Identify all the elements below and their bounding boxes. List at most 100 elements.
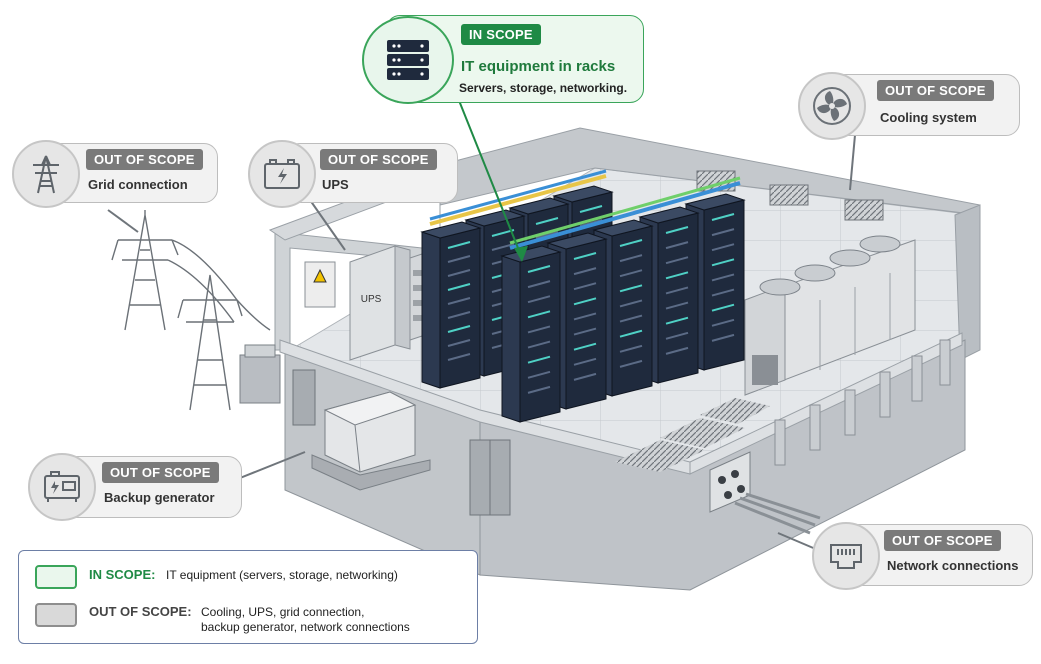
legend-out-scope-line1: Cooling, UPS, grid connection, <box>201 605 365 619</box>
rack-unit-led <box>619 329 643 338</box>
rack-unit-led <box>527 310 551 319</box>
rack-unit-led <box>527 370 551 379</box>
rack-unit-led <box>619 269 643 278</box>
it-equipment-subtitle: Servers, storage, networking. <box>459 81 628 95</box>
generator-badge: OUT OF SCOPE <box>102 462 219 483</box>
rack-unit-led <box>573 327 597 336</box>
transformer <box>239 344 281 404</box>
rack-unit-led <box>711 273 735 282</box>
rack-unit-led <box>711 213 735 221</box>
rack-unit-led <box>527 325 551 334</box>
rack-unit-led <box>619 239 643 247</box>
server-rack-top <box>638 206 700 224</box>
cooling-label: Cooling system <box>880 110 977 125</box>
rack-unit-led <box>711 258 735 267</box>
generator-unit <box>311 391 431 491</box>
server-rack <box>565 238 607 410</box>
callout-connectors <box>107 134 856 551</box>
rack-unit-led <box>491 243 515 251</box>
rack-unit-led <box>573 297 597 306</box>
rack-unit-led <box>573 372 597 381</box>
rack-unit-led <box>665 271 689 280</box>
rack-unit-led <box>527 295 551 304</box>
rack-unit-led <box>579 205 603 213</box>
cable-tray <box>509 176 741 245</box>
rack-unit-led <box>711 243 735 252</box>
ups-cabinet-label: UPS <box>361 294 382 305</box>
legend: IN SCOPE: IT equipment (servers, storage… <box>18 550 478 644</box>
cable-tray <box>429 174 607 226</box>
in-scope-badge: IN SCOPE <box>461 24 541 45</box>
cooling-badge: OUT OF SCOPE <box>877 80 994 101</box>
rack-unit-led <box>447 283 471 291</box>
legend-out-scope-swatch <box>35 603 77 627</box>
rack-unit-led <box>573 357 597 366</box>
server-rack <box>439 227 481 389</box>
server-rack-side <box>421 231 441 389</box>
rack-unit-led <box>665 241 689 250</box>
grid-label: Grid connection <box>88 177 188 192</box>
legend-out-scope-line2: backup generator, network connections <box>201 620 410 634</box>
rack-unit-led <box>527 265 551 273</box>
server-rack-top <box>500 245 562 263</box>
network-panel <box>709 451 821 535</box>
rack-unit-led <box>711 288 735 297</box>
server-rack-top <box>508 197 570 215</box>
rack-unit-led <box>619 284 643 293</box>
legend-in-scope-key: IN SCOPE: <box>89 567 156 582</box>
server-rack <box>519 251 561 423</box>
ups-badge: OUT OF SCOPE <box>320 149 437 170</box>
generator-label: Backup generator <box>104 490 215 505</box>
rack-unit-led <box>619 359 643 368</box>
server-rack-icon <box>362 16 454 104</box>
rack-unit-led <box>619 344 643 353</box>
rack-unit-led <box>527 355 551 364</box>
network-badge: OUT OF SCOPE <box>884 530 1001 551</box>
rack-unit-led <box>711 318 735 327</box>
server-rack-side <box>501 255 521 423</box>
rack-unit-led <box>447 311 471 319</box>
rack-unit-led <box>665 331 689 340</box>
battery-icon <box>248 140 316 208</box>
rack-unit-led <box>665 301 689 310</box>
rack-unit-led <box>447 241 471 249</box>
server-rack-top <box>464 209 526 227</box>
rack-unit-led <box>535 217 559 225</box>
rack-unit-led <box>527 340 551 349</box>
rack-unit-led <box>665 256 689 265</box>
server-rack-top <box>684 193 746 211</box>
rack-unit-led <box>447 269 471 277</box>
rack-unit-led <box>447 353 471 361</box>
rack-unit-led <box>447 325 471 333</box>
server-rack <box>657 212 699 384</box>
server-rack-top <box>420 221 482 239</box>
rack-unit-led <box>665 226 689 234</box>
fan-icon <box>798 72 866 140</box>
rack-unit-led <box>573 312 597 321</box>
power-towers <box>111 210 271 411</box>
rack-unit-led <box>711 228 735 237</box>
rack-unit-led <box>665 316 689 325</box>
server-rack <box>703 199 745 371</box>
rack-unit-led <box>665 346 689 355</box>
server-rack-top <box>592 219 654 237</box>
it-equipment-title: IT equipment in racks <box>461 58 616 75</box>
generator-icon <box>28 453 96 521</box>
rack-unit-led <box>619 314 643 323</box>
rack-unit-led <box>573 342 597 351</box>
legend-in-scope-text: IT equipment (servers, storage, networki… <box>166 568 398 582</box>
cable-tray <box>509 181 741 250</box>
rack-unit-led <box>573 267 597 276</box>
rack-unit-led <box>619 254 643 263</box>
rack-unit-led <box>535 231 559 239</box>
server-racks <box>420 169 746 423</box>
cooling-units <box>744 235 951 466</box>
rack-unit-led <box>447 339 471 347</box>
rack-unit-led <box>665 286 689 295</box>
grid-badge: OUT OF SCOPE <box>86 149 203 170</box>
rack-unit-led <box>527 385 551 394</box>
rack-unit-led <box>447 297 471 305</box>
rack-unit-led <box>527 280 551 289</box>
rack-unit-led <box>711 333 735 342</box>
